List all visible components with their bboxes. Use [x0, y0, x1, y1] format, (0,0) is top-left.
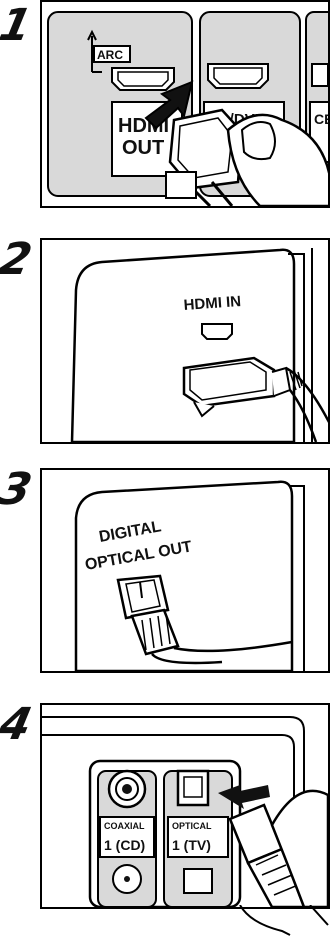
step-1-illustration: ARC HDMI OUT BD/DVD CE — [42, 2, 328, 206]
step-4-illustration: COAXIAL 1 (CD) OPTICAL 1 (TV) — [42, 705, 328, 907]
step-number-2: 2 — [0, 238, 35, 282]
optical-label: OPTICAL — [172, 821, 212, 831]
hand-overflow — [230, 905, 330, 936]
arc-label: ARC — [97, 48, 123, 62]
hdmi-out-label-2: OUT — [122, 137, 164, 159]
step-4-panel: COAXIAL 1 (CD) OPTICAL 1 (TV) — [40, 703, 330, 909]
step-number-3: 3 — [0, 468, 35, 512]
optical-input-label: 1 (TV) — [172, 837, 211, 853]
coaxial-input-label: 1 (CD) — [104, 837, 145, 853]
step-2-illustration: HDMI IN — [42, 240, 328, 442]
step-2-panel: HDMI IN — [40, 238, 330, 444]
step-number-1: 1 — [0, 4, 35, 48]
step-number-4: 4 — [0, 703, 35, 747]
step-3-illustration: DIGITAL OPTICAL OUT — [42, 470, 328, 671]
next-port-label: CE — [314, 111, 328, 127]
step-1-panel: ARC HDMI OUT BD/DVD CE — [40, 0, 330, 208]
coaxial-label: COAXIAL — [104, 821, 145, 831]
step-3-panel: DIGITAL OPTICAL OUT — [40, 468, 330, 673]
